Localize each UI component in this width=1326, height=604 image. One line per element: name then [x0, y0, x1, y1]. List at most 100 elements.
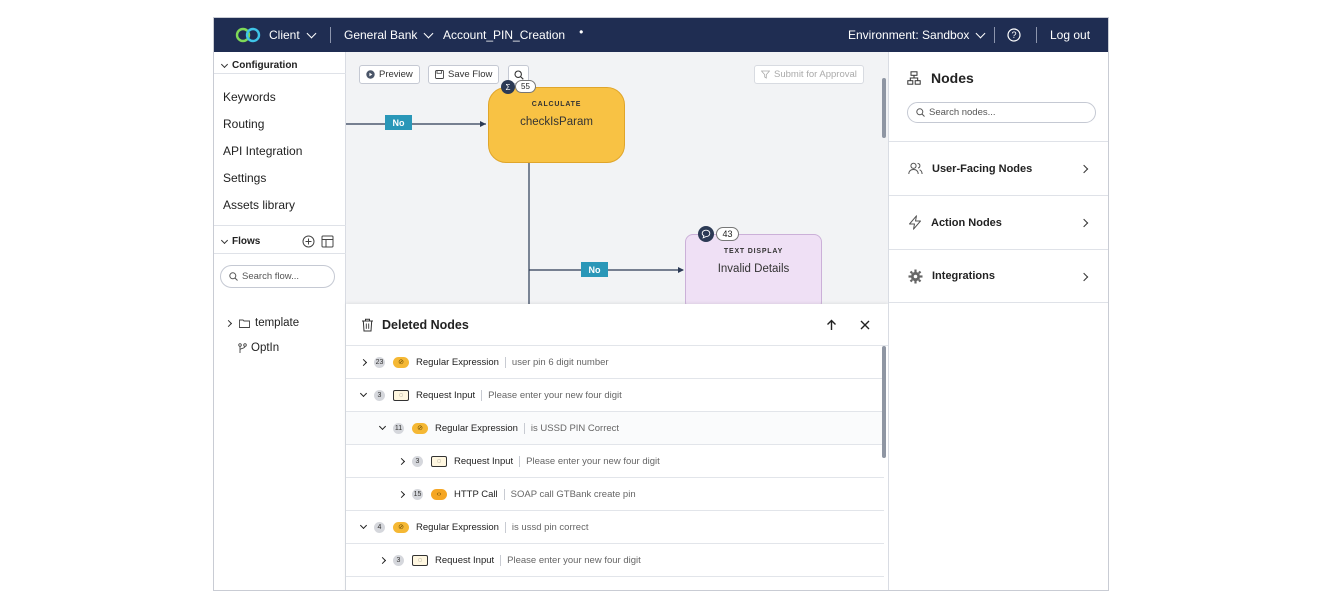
nodes-panel-title: Nodes: [931, 70, 974, 86]
folder-icon: [239, 319, 250, 328]
tree-flow-optin[interactable]: OptIn: [238, 342, 279, 354]
chevron-right-icon: [224, 319, 233, 327]
node-description: Please enter your new four digit: [507, 554, 641, 566]
logout-label: Log out: [1050, 28, 1091, 42]
chevron-right-icon: [359, 358, 368, 366]
nodes-section-action[interactable]: Action Nodes: [889, 195, 1108, 249]
arrow-up-icon[interactable]: [826, 319, 837, 331]
sidebar-item-routing[interactable]: Routing: [223, 117, 265, 131]
users-icon: [908, 162, 923, 175]
divider: [519, 455, 521, 467]
edge-arrow-icon: [678, 267, 684, 273]
sidebar-item-api-integration[interactable]: API Integration: [223, 144, 303, 158]
deleted-node-row[interactable]: 3 ◌ Request Input Please enter your new …: [346, 445, 884, 478]
trash-icon: [362, 318, 373, 331]
deleted-node-row[interactable]: 4 ⊘ Regular Expression is ussd pin corre…: [346, 511, 884, 544]
svg-text:?: ?: [1011, 30, 1016, 40]
chevron-down-icon: [359, 389, 368, 398]
tree-folder-template[interactable]: template: [224, 317, 300, 329]
deleted-node-row[interactable]: 3 ◌ Request Input Please enter your new …: [346, 544, 884, 577]
chevron-right-icon: [1079, 164, 1089, 174]
logout-button[interactable]: Log out: [1050, 18, 1090, 52]
node-description: is USSD PIN Correct: [530, 422, 620, 434]
chevron-right-icon: [1079, 272, 1089, 282]
client-dropdown[interactable]: Client: [269, 18, 317, 52]
help-button[interactable]: ?: [1007, 18, 1021, 52]
flow-branch-icon: [238, 342, 247, 353]
deleted-node-row[interactable]: 15 ‹› HTTP Call SOAP call GTBank create …: [346, 478, 884, 511]
divider: [481, 389, 483, 401]
divider: [500, 554, 502, 566]
save-icon: [435, 70, 444, 79]
tree-folder-label: template: [255, 317, 300, 329]
divider: [523, 422, 525, 434]
search-flow-input[interactable]: Search flow...: [220, 265, 335, 288]
node-tree-icon: [907, 71, 921, 85]
node-count: 4: [374, 521, 385, 533]
sidebar-item-assets-library[interactable]: Assets library: [223, 198, 296, 212]
tree-flow-label: OptIn: [251, 342, 280, 354]
search-icon: [513, 69, 524, 80]
deleted-node-row[interactable]: 11 ⊘ Regular Expression is USSD PIN Corr…: [346, 412, 884, 445]
preview-button[interactable]: Preview: [359, 65, 420, 84]
sigma-icon: Σ: [501, 80, 515, 94]
edge-arrow-icon: [480, 121, 486, 127]
bank-dropdown[interactable]: General Bank: [344, 18, 434, 52]
edge-label-no[interactable]: No: [581, 262, 608, 277]
nodes-section-integrations[interactable]: Integrations: [889, 249, 1108, 303]
deleted-node-row[interactable]: 3 ◌ Request Input Please enter your new …: [346, 379, 884, 412]
node-count: 23: [374, 356, 385, 368]
regex-icon: ⊘: [393, 521, 409, 533]
edge-label-no[interactable]: No: [385, 115, 412, 130]
chevron-down-icon: [220, 236, 229, 244]
add-flow-icon[interactable]: [302, 235, 315, 248]
deleted-node-row[interactable]: 23 ⊘ Regular Expression user pin 6 digit…: [346, 346, 884, 379]
client-label: Client: [269, 28, 300, 42]
chevron-down-icon: [423, 28, 434, 38]
save-flow-button[interactable]: Save Flow: [428, 65, 500, 84]
submit-label: Submit for Approval: [774, 69, 857, 80]
canvas-scrollbar[interactable]: [882, 78, 886, 138]
node-count: 3: [393, 554, 404, 566]
search-icon: [229, 272, 238, 281]
deleted-list-scrollbar[interactable]: [882, 346, 886, 458]
search-nodes-input[interactable]: Search nodes...: [907, 102, 1096, 123]
chevron-down-icon: [306, 28, 317, 38]
lightning-icon: [909, 215, 921, 230]
unsaved-indicator: •: [579, 25, 584, 39]
sidebar-item-keywords[interactable]: Keywords: [223, 90, 276, 104]
divider: [503, 488, 505, 500]
divider: [214, 73, 346, 74]
flows-section-toggle[interactable]: Flows: [220, 236, 261, 247]
sidebar-item-settings[interactable]: Settings: [223, 171, 267, 185]
node-type-label: TEXT DISPLAY: [723, 248, 784, 255]
submit-for-approval-button[interactable]: Submit for Approval: [754, 65, 864, 84]
node-type: Regular Expression: [416, 521, 499, 533]
logo-icon: [235, 27, 261, 43]
node-text-display[interactable]: TEXT DISPLAY Invalid Details: [685, 234, 822, 310]
search-flow-placeholder: Search flow...: [242, 271, 300, 282]
node-count: 15: [412, 488, 423, 500]
logo[interactable]: [234, 18, 262, 52]
environment-label: Environment: Sandbox: [848, 28, 970, 42]
nodes-section-user-facing[interactable]: User-Facing Nodes: [889, 141, 1108, 195]
environment-dropdown[interactable]: Environment: Sandbox: [848, 18, 986, 52]
node-type: HTTP Call: [454, 488, 498, 500]
play-circle-icon: [366, 70, 375, 79]
layout-template-icon[interactable]: [321, 235, 334, 248]
node-count: 11: [393, 422, 404, 434]
node-title: checkIsParam: [520, 116, 593, 128]
flows-label: Flows: [232, 236, 261, 247]
configuration-section-toggle[interactable]: Configuration: [220, 60, 298, 71]
deleted-nodes-panel: Deleted Nodes 23 ⊘ Regular Expression us…: [346, 304, 888, 590]
node-type: Request Input: [454, 455, 514, 467]
node-title: Invalid Details: [717, 263, 790, 275]
node-count: 3: [412, 455, 423, 467]
header-divider: [330, 27, 331, 43]
close-icon[interactable]: [860, 320, 870, 330]
section-label: Integrations: [932, 270, 995, 282]
node-type: Regular Expression: [435, 422, 518, 434]
node-calculate[interactable]: CALCULATE checkIsParam: [488, 87, 625, 163]
node-description: user pin 6 digit number: [511, 356, 609, 368]
section-label: User-Facing Nodes: [932, 162, 1033, 175]
